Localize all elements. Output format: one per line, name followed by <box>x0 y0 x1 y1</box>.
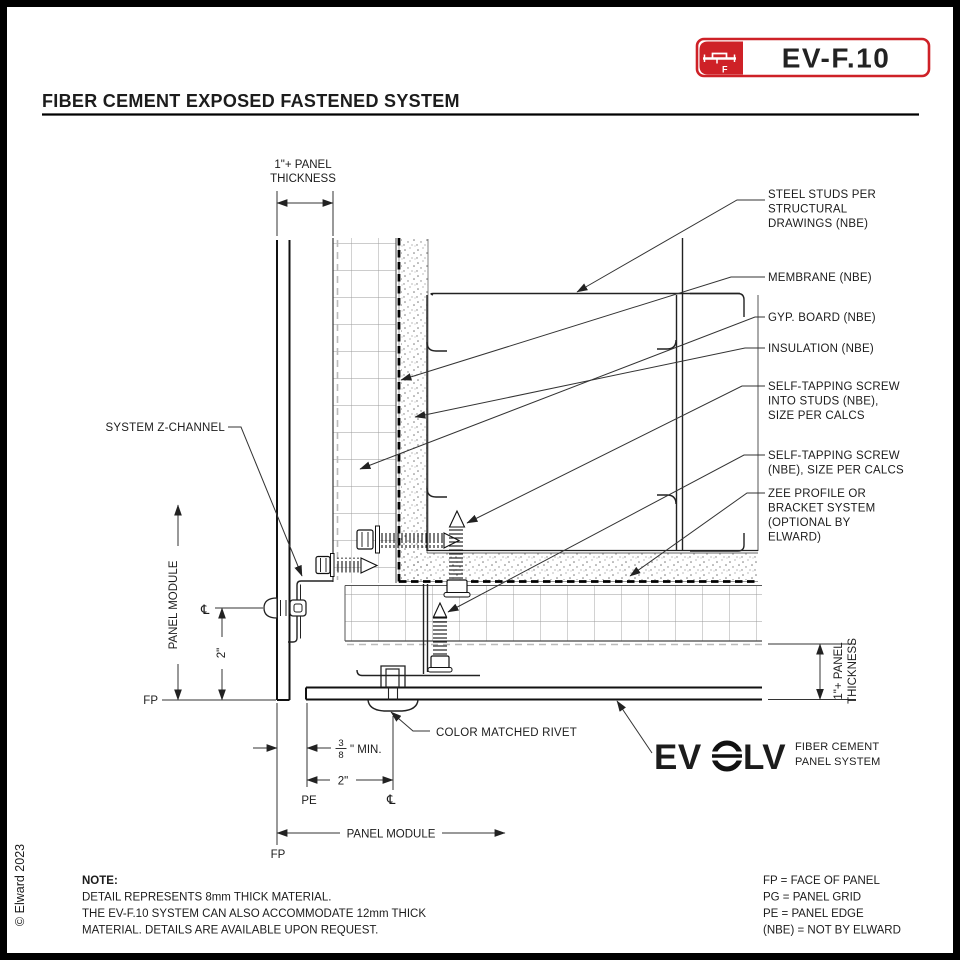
dim-two-inch-bottom: 2" <box>306 776 394 788</box>
label-z-channel: SYSTEM Z-CHANNEL <box>106 422 226 434</box>
svg-text:EV: EV <box>654 738 702 777</box>
gyp-board-leader <box>359 316 765 470</box>
panel-profile-icon <box>703 52 736 64</box>
z-channel-leader <box>228 426 303 577</box>
copyright: © Elward 2023 <box>13 844 27 926</box>
evolv-logo: EV LV FIBER CEMENT PANEL SYSTEM <box>654 738 881 777</box>
label-screw-into-studs: SELF-TAPPING SCREW <box>768 381 900 393</box>
label-insulation: INSULATION (NBE) <box>768 343 874 355</box>
membrane-leader <box>400 276 765 381</box>
svg-text:2": 2" <box>216 648 228 658</box>
evolv-o-icon <box>710 740 744 772</box>
logo-leader <box>616 700 653 754</box>
svg-text:ELWARD): ELWARD) <box>768 532 821 544</box>
svg-text:THICKNESS: THICKNESS <box>270 173 336 185</box>
color-matched-rivet <box>367 665 419 712</box>
dim-panel-thickness-top: 1"+ PANEL THICKNESS <box>270 159 336 236</box>
label-gyp-board: GYP. BOARD (NBE) <box>768 312 876 324</box>
svg-text:℄: ℄ <box>200 603 210 618</box>
screw-z-channel <box>315 553 379 577</box>
label-screw: SELF-TAPPING SCREW <box>768 450 900 462</box>
svg-text:PG = PANEL GRID: PG = PANEL GRID <box>763 892 861 904</box>
datum-centerline-bottom: ℄ <box>386 793 396 808</box>
svg-text:(OPTIONAL BY: (OPTIONAL BY <box>768 517 851 529</box>
steel-studs-leader <box>576 199 765 293</box>
gyp-board-vertical <box>332 238 397 583</box>
dim-three-eighths: 3 8 " MIN. <box>253 738 382 761</box>
note-block: NOTE: DETAIL REPRESENTS 8mm THICK MATERI… <box>82 875 426 937</box>
dim-panel-module-left: PANEL MODULE <box>168 504 182 701</box>
leader-lines <box>228 199 765 754</box>
svg-text:PE = PANEL EDGE: PE = PANEL EDGE <box>763 908 864 920</box>
dim-panel-module-bottom: PANEL MODULE <box>276 829 506 841</box>
insulation-vertical <box>401 239 429 582</box>
badge-code: EV-F.10 <box>782 43 891 74</box>
svg-text:FP = FACE OF PANEL: FP = FACE OF PANEL <box>763 875 880 887</box>
screw-into-studs-leader <box>466 385 765 524</box>
svg-text:STRUCTURAL: STRUCTURAL <box>768 204 848 216</box>
svg-text:8: 8 <box>338 750 343 761</box>
zee-profile <box>356 584 480 677</box>
svg-text:MATERIAL. DETAILS ARE AVAILAB: MATERIAL. DETAILS ARE AVAILABLE UPON REQ… <box>82 925 378 937</box>
panel-bolt <box>263 597 307 619</box>
legend-block: FP = FACE OF PANEL PG = PANEL GRID PE = … <box>763 875 901 937</box>
screw-leader <box>447 454 765 613</box>
detail-badge: F EV-F.10 <box>695 37 931 78</box>
svg-text:THICKNESS: THICKNESS <box>847 638 859 704</box>
datum-fp-bottom: FP <box>271 849 286 861</box>
svg-text:DETAIL REPRESENTS 8mm THICK MA: DETAIL REPRESENTS 8mm THICK MATERIAL. <box>82 892 331 904</box>
screw-vertical-lower <box>427 601 453 673</box>
screw-vertical-upper <box>443 509 471 598</box>
svg-text:SIZE PER CALCS: SIZE PER CALCS <box>768 410 865 422</box>
svg-text:PANEL SYSTEM: PANEL SYSTEM <box>795 756 881 768</box>
svg-text:(NBE), SIZE PER CALCS: (NBE), SIZE PER CALCS <box>768 465 904 477</box>
datum-pe: PE <box>301 795 317 807</box>
svg-text:1"+ PANEL: 1"+ PANEL <box>274 159 332 171</box>
rivet-leader <box>390 711 430 732</box>
gyp-board-horizontal <box>344 584 762 646</box>
svg-text:3: 3 <box>338 738 343 749</box>
stud-track <box>427 549 758 554</box>
svg-text:(NBE) = NOT BY ELWARD: (NBE) = NOT BY ELWARD <box>763 925 901 937</box>
svg-text:THE EV-F.10 SYSTEM CAN ALSO AC: THE EV-F.10 SYSTEM CAN ALSO ACCOMMODATE … <box>82 908 426 920</box>
svg-text:PANEL MODULE: PANEL MODULE <box>168 560 180 649</box>
svg-text:FIBER CEMENT: FIBER CEMENT <box>795 741 879 753</box>
datum-fp-left: FP <box>143 695 276 707</box>
zee-profile-leader <box>629 492 765 577</box>
steel-studs <box>426 238 759 552</box>
fiber-cement-panel-horizontal <box>305 686 762 701</box>
svg-text:LV: LV <box>743 738 786 777</box>
component-labels: STEEL STUDS PER STRUCTURAL DRAWINGS (NBE… <box>106 189 904 739</box>
svg-text:" MIN.: " MIN. <box>350 744 382 756</box>
svg-text:1"+ PANEL: 1"+ PANEL <box>833 642 845 700</box>
label-zee-profile: ZEE PROFILE OR <box>768 488 866 500</box>
svg-text:PANEL MODULE: PANEL MODULE <box>347 829 436 841</box>
svg-text:BRACKET SYSTEM: BRACKET SYSTEM <box>768 503 875 515</box>
insulation-leader <box>414 347 765 419</box>
svg-text:DRAWINGS (NBE): DRAWINGS (NBE) <box>768 218 868 230</box>
dim-extension-lines-bottom <box>276 703 394 845</box>
page-title: FIBER CEMENT EXPOSED FASTENED SYSTEM <box>42 91 460 111</box>
label-steel-studs: STEEL STUDS PER <box>768 189 876 201</box>
svg-text:NOTE:: NOTE: <box>82 875 118 887</box>
svg-text:FP: FP <box>143 695 158 707</box>
datum-centerline-left: ℄ <box>200 603 263 618</box>
badge-letter: F <box>722 65 728 75</box>
label-rivet: COLOR MATCHED RIVET <box>436 727 577 739</box>
svg-text:INTO STUDS (NBE),: INTO STUDS (NBE), <box>768 396 879 408</box>
screw-horizontal-into-stud <box>356 525 461 554</box>
dim-panel-thickness-right: 1"+ PANEL THICKNESS <box>768 638 859 704</box>
label-membrane: MEMBRANE (NBE) <box>768 272 872 284</box>
svg-text:2": 2" <box>338 776 348 788</box>
fiber-cement-panel-vertical <box>276 240 291 701</box>
dim-two-inch-left: 2" <box>216 607 228 701</box>
